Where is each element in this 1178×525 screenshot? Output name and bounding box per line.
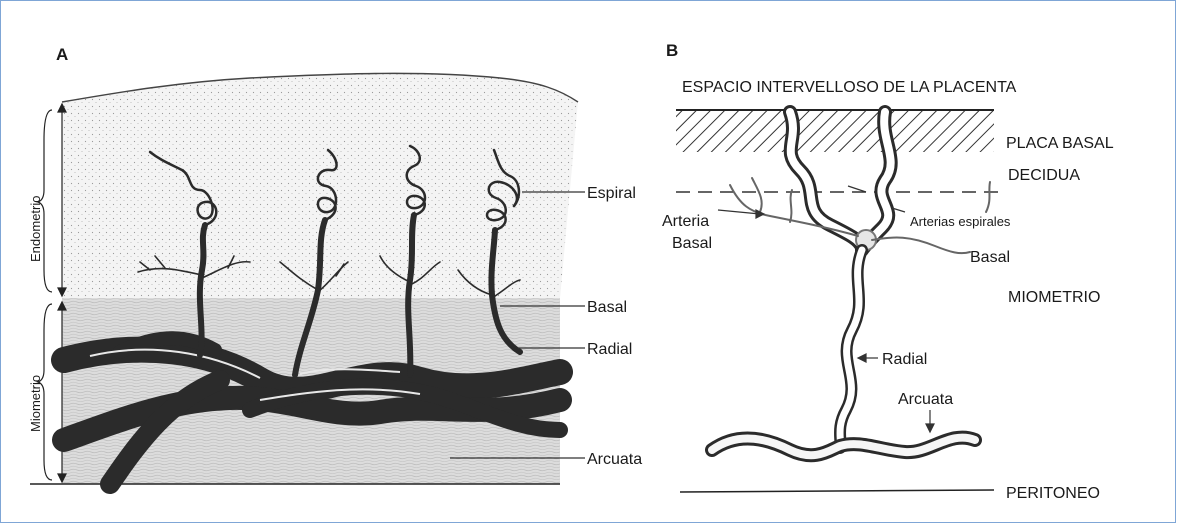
label-myometrium-b: MIOMETRIO [1008,289,1100,306]
label-peritoneum: PERITONEO [1006,485,1100,502]
label-arcuate-b: Arcuata [898,391,953,408]
label-basal-artery-line1: Arteria [662,213,709,230]
label-spiral-a: Espiral [587,185,636,202]
label-basal-a: Basal [587,299,627,316]
label-spiral-arteries-b: Arterias espirales [910,214,1011,229]
label-basal-plate: PLACA BASAL [1006,135,1114,152]
label-arcuate-a: Arcuata [587,451,642,468]
panel-a-letter: A [56,45,68,64]
peritoneum-line [680,490,994,492]
basal-plate-hatch [676,110,994,152]
placenta-title: ESPACIO INTERVELLOSO DE LA PLACENTA [682,79,1017,96]
panel-a: A Endometrio Miometrio [28,45,642,484]
label-radial-b: Radial [882,351,927,368]
label-radial-a: Radial [587,341,632,358]
radial-artery-b [840,250,862,448]
label-decidua: DECIDUA [1008,167,1080,184]
panel-b: B ESPACIO INTERVELLOSO DE LA PLACENTA [662,41,1114,502]
label-basal-b: Basal [970,249,1010,266]
panel-b-letter: B [666,41,678,60]
endometrium-side-label: Endometrio [28,196,43,262]
label-basal-artery-line2: Basal [672,235,712,252]
myometrium-side-label: Miometrio [28,375,43,432]
